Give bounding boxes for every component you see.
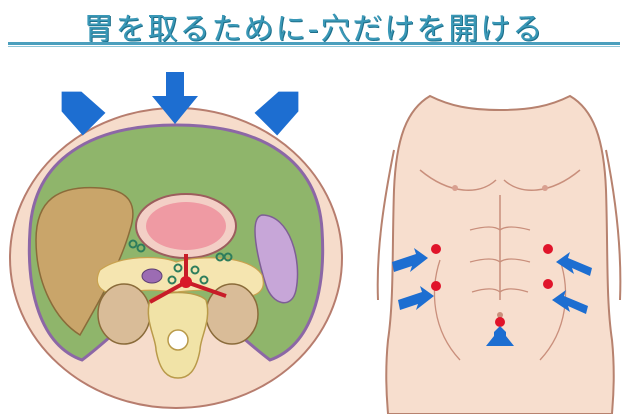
title-bar: 胃を取るために-穴だけを開ける <box>0 0 628 47</box>
title-underline-thin <box>8 46 620 47</box>
liver <box>35 186 134 337</box>
vein <box>141 268 163 284</box>
arrow-left-icon <box>556 252 592 276</box>
port-upper-left <box>543 244 553 254</box>
arrow-down-icon <box>152 72 198 124</box>
arrow-right-icon <box>392 248 428 272</box>
torso-front-view <box>376 94 622 414</box>
arrow-down-left-icon <box>61 91 106 136</box>
aorta <box>180 276 192 288</box>
arrow-right-icon <box>398 286 434 310</box>
title-underline <box>8 42 620 45</box>
spinal-canal <box>167 329 189 351</box>
port-sites <box>431 244 553 327</box>
left-kidney <box>97 283 151 345</box>
stomach-lumen <box>146 202 226 250</box>
right-arm <box>376 149 395 301</box>
lymph-nodes <box>128 239 233 285</box>
arrow-up-icon <box>486 326 514 346</box>
right-nipple <box>452 185 458 191</box>
arrow-down-right-icon <box>254 91 299 136</box>
page-title: 胃を取るために-穴だけを開ける <box>83 12 545 47</box>
port-umbilical <box>495 317 505 327</box>
arrow-left-icon <box>552 290 588 314</box>
port-upper-right <box>431 244 441 254</box>
left-arm <box>605 149 622 301</box>
navel <box>497 312 503 318</box>
port-lower-left <box>543 279 553 289</box>
spleen <box>254 214 299 304</box>
left-nipple <box>542 185 548 191</box>
abdominal-cross-section <box>9 107 343 409</box>
port-lower-right <box>431 281 441 291</box>
